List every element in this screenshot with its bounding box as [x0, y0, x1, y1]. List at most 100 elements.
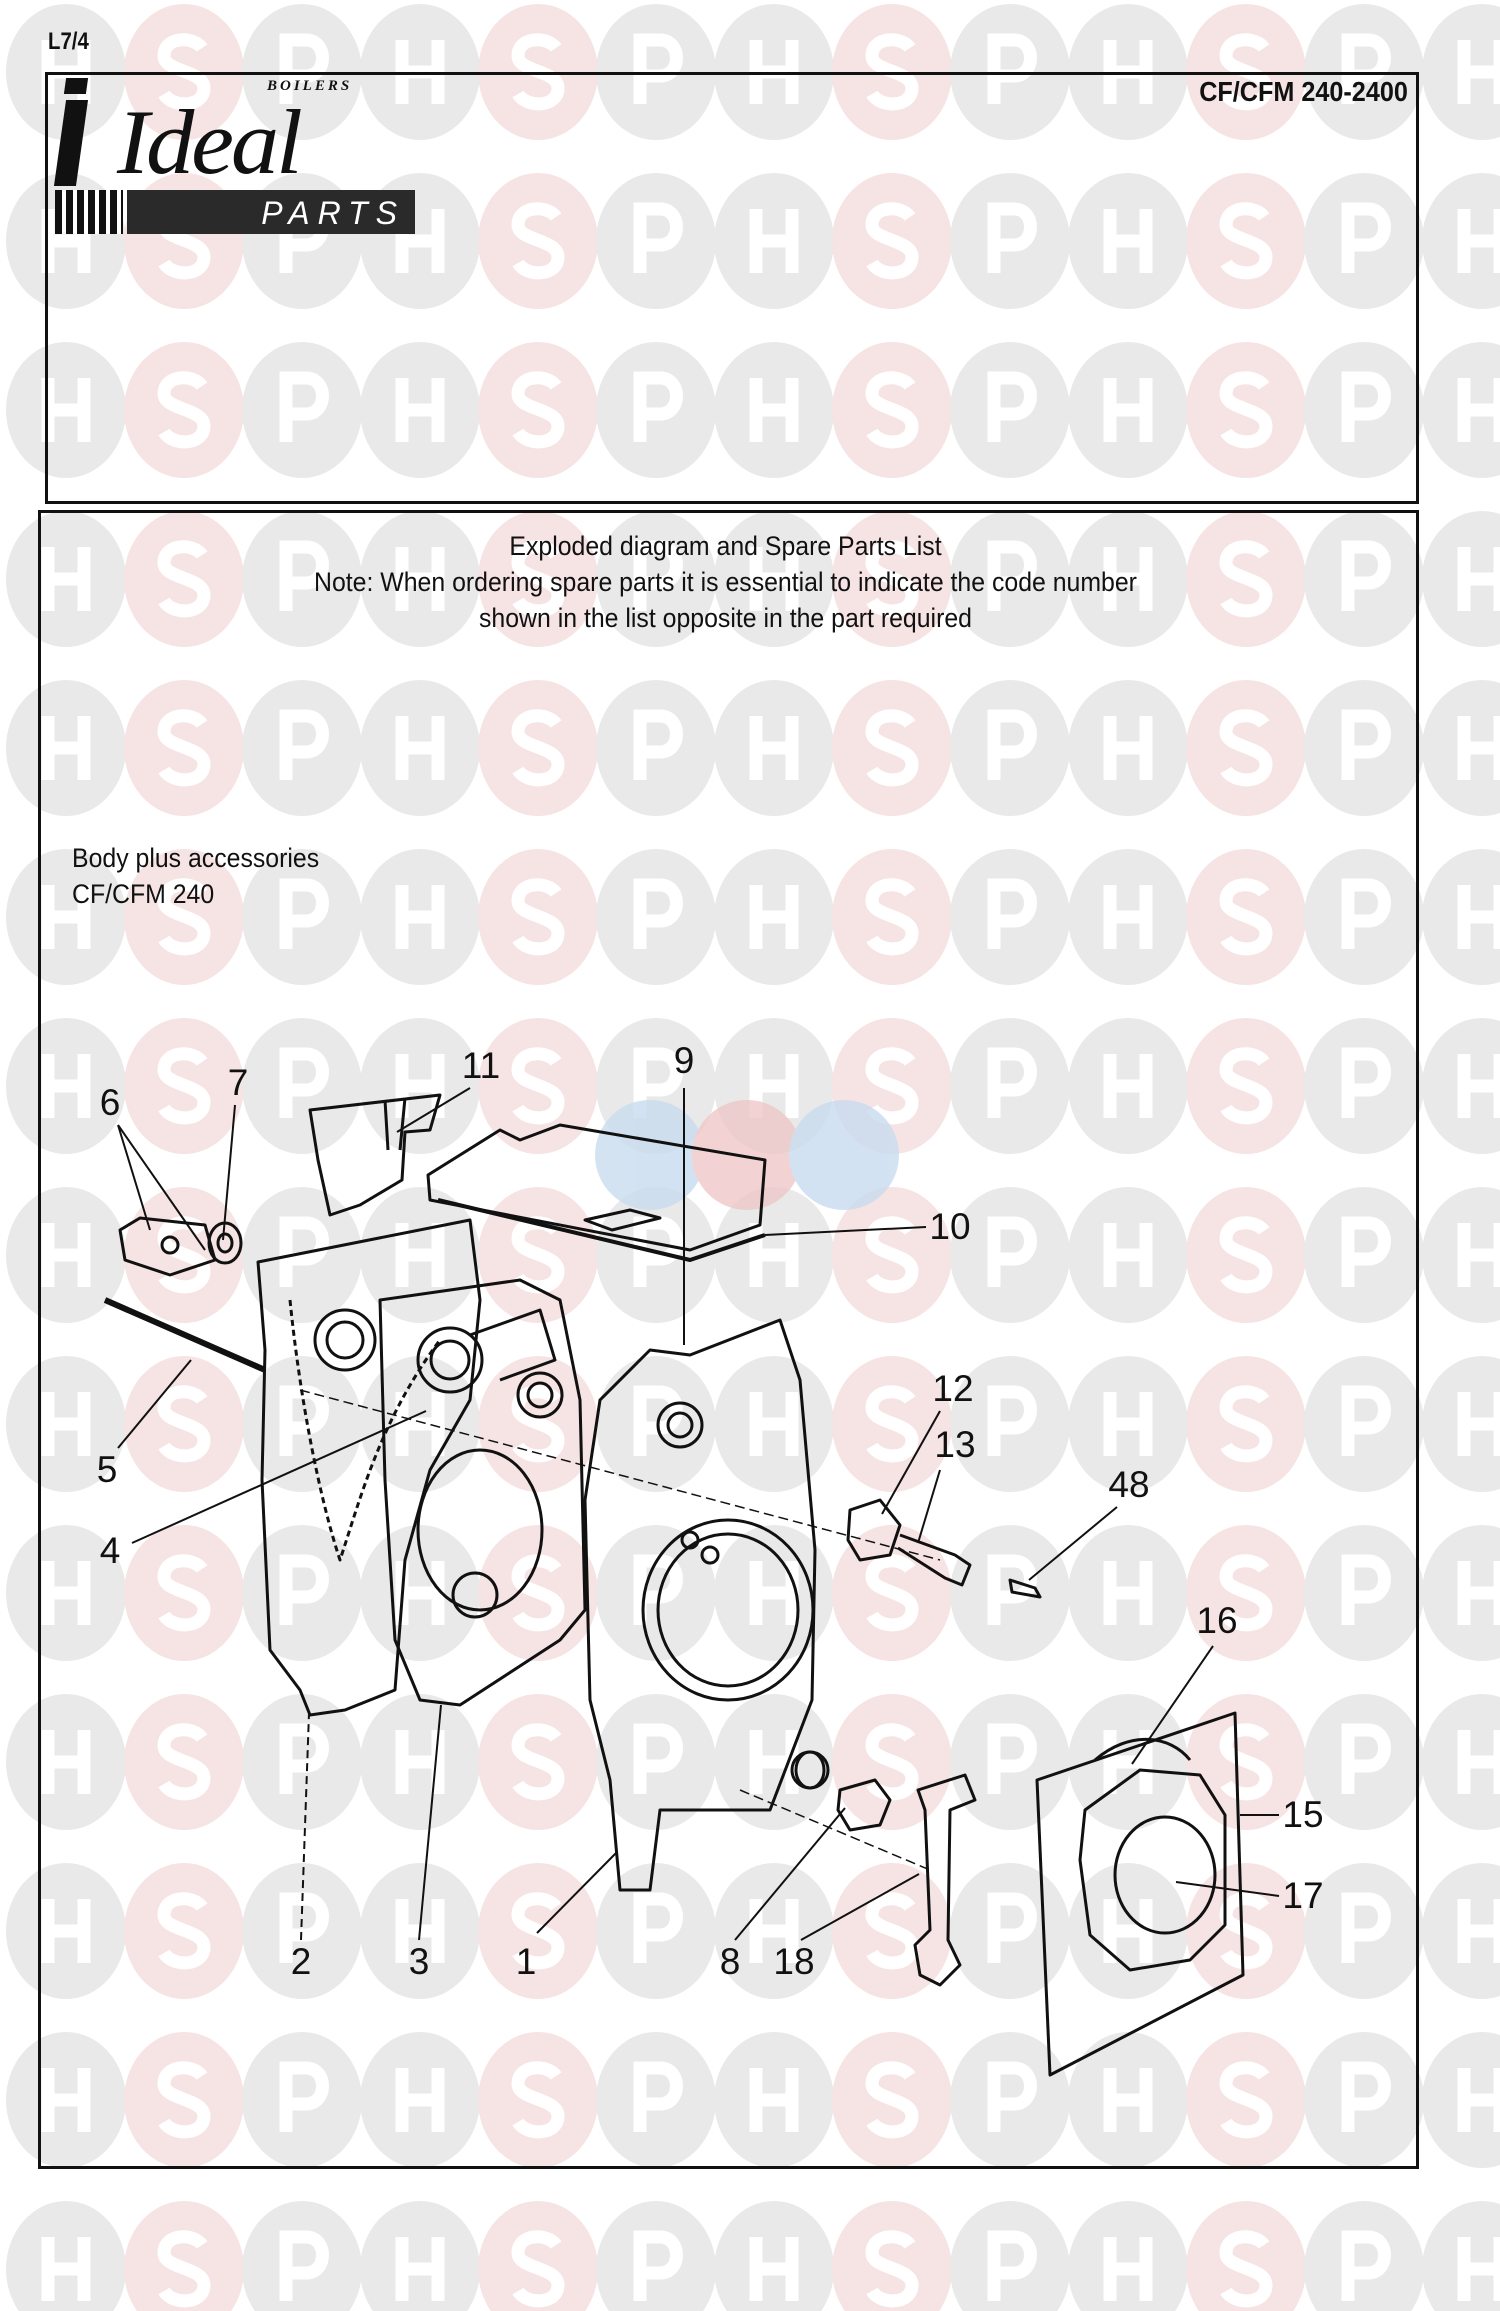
watermark-glyph-icon — [279, 1216, 329, 1287]
watermark-glyph-icon — [1103, 1392, 1153, 1456]
watermark-glyph-icon — [1341, 540, 1391, 611]
watermark-glyph-icon — [1103, 885, 1153, 949]
gasket-10 — [437, 1198, 766, 1262]
watermark-glyph-icon — [395, 2237, 445, 2301]
heading-title: Exploded diagram and Spare Parts List — [509, 531, 942, 561]
callout-12: 12 — [932, 1368, 974, 1409]
watermark-glyph-icon — [1341, 1723, 1391, 1794]
watermark-circle — [360, 2201, 480, 2311]
callout-9: 9 — [673, 1040, 695, 1081]
watermark-glyph-icon — [987, 371, 1037, 442]
watermark-circle — [1186, 2201, 1306, 2311]
watermark-glyph-icon — [749, 547, 799, 611]
watermark-glyph-icon — [1457, 716, 1500, 780]
callout-5: 5 — [96, 1449, 118, 1490]
watermark-glyph-icon — [1103, 1561, 1153, 1625]
watermark-glyph-icon — [1219, 878, 1273, 956]
watermark-glyph-icon — [749, 209, 799, 273]
watermark-glyph-icon — [395, 716, 445, 780]
watermark-glyph-icon — [1103, 209, 1153, 273]
section-model: CF/CFM 240 — [72, 879, 215, 909]
logo-boilers: BOILERS — [267, 78, 353, 94]
watermark-glyph-icon — [157, 2230, 211, 2308]
section-caption: Body plus accessories CF/CFM 240 — [72, 840, 319, 912]
header-box — [45, 72, 1419, 504]
watermark-glyph-icon — [1219, 1723, 1273, 1801]
watermark-glyph-icon — [1457, 2068, 1500, 2132]
watermark-circle — [242, 2201, 362, 2311]
watermark-glyph-icon — [157, 1723, 211, 1801]
callout-10: 10 — [929, 1206, 971, 1247]
watermark-glyph-icon — [987, 1385, 1037, 1456]
watermark-glyph-icon — [633, 2061, 683, 2132]
watermark-glyph-icon — [279, 1892, 329, 1963]
watermark-circle — [124, 2201, 244, 2311]
watermark-glyph-icon — [279, 1554, 329, 1625]
watermark-glyph-icon — [157, 878, 211, 956]
watermark-glyph-icon — [987, 33, 1037, 104]
callout-48: 48 — [1108, 1464, 1150, 1505]
watermark-glyph-icon — [1219, 1047, 1273, 1125]
watermark-glyph-icon — [41, 1561, 91, 1625]
watermark-glyph-icon — [511, 709, 565, 787]
watermark-glyph-icon — [1341, 1554, 1391, 1625]
logo-i-dot — [63, 78, 89, 94]
watermark-glyph-icon — [633, 1216, 683, 1287]
watermark-glyph-icon — [749, 378, 799, 442]
callout-3: 3 — [408, 1941, 430, 1982]
watermark-glyph-icon — [633, 878, 683, 949]
watermark-glyph-icon — [987, 878, 1037, 949]
watermark-glyph-icon — [1341, 202, 1391, 273]
watermark-glyph-icon — [1341, 878, 1391, 949]
watermark-glyph-icon — [1103, 2237, 1153, 2301]
watermark-glyph-icon — [749, 716, 799, 780]
watermark-glyph-icon — [1103, 1054, 1153, 1118]
watermark-glyph-icon — [865, 33, 919, 111]
watermark-glyph-icon — [1457, 40, 1500, 104]
watermark-glyph-icon — [41, 716, 91, 780]
section-title: Body plus accessories — [72, 843, 320, 873]
watermark-glyph-icon — [633, 202, 683, 273]
watermark-glyph-icon — [749, 1561, 799, 1625]
watermark-glyph-icon — [1341, 33, 1391, 104]
watermark-glyph-icon — [41, 1392, 91, 1456]
watermark-glyph-icon — [1457, 1054, 1500, 1118]
callout-6: 6 — [99, 1082, 121, 1123]
watermark-glyph-icon — [987, 540, 1037, 611]
logo-stripes — [55, 190, 123, 234]
burner-plate-15 — [1035, 1711, 1245, 2077]
watermark-glyph-icon — [157, 1892, 211, 1970]
watermark-glyph-icon — [511, 33, 565, 111]
heading-note: Note: When ordering spare parts it is es… — [314, 567, 1137, 597]
watermark-glyph-icon — [1341, 2230, 1391, 2301]
watermark-glyph-icon — [1457, 378, 1500, 442]
callout-8: 8 — [719, 1941, 741, 1982]
callout-11: 11 — [461, 1045, 501, 1086]
diagram-heading: Exploded diagram and Spare Parts List No… — [93, 528, 1358, 636]
watermark-circle — [1068, 2201, 1188, 2311]
rear-section-1 — [583, 1318, 817, 1892]
callout-2: 2 — [290, 1941, 312, 1982]
watermark-glyph-icon — [987, 709, 1037, 780]
watermark-glyph-icon — [157, 1047, 211, 1125]
watermark-glyph-icon — [395, 1392, 445, 1456]
watermark-glyph-icon — [1457, 1899, 1500, 1963]
watermark-glyph-icon — [41, 547, 91, 611]
gasket-11 — [308, 1093, 442, 1217]
watermark-glyph-icon — [1219, 1554, 1273, 1632]
watermark-glyph-icon — [1219, 1216, 1273, 1294]
watermark-glyph-icon — [511, 371, 565, 449]
watermark-glyph-icon — [1457, 1730, 1500, 1794]
watermark-glyph-icon — [865, 1554, 919, 1632]
watermark-glyph-icon — [633, 1892, 683, 1963]
watermark-glyph-icon — [41, 2068, 91, 2132]
watermark-glyph-icon — [865, 1385, 919, 1463]
logo-parts: PARTS — [261, 195, 405, 231]
callout-17: 17 — [1282, 1875, 1324, 1916]
watermark-glyph-icon — [1219, 202, 1273, 280]
watermark-glyph-icon — [1457, 547, 1500, 611]
model-range: CF/CFM 240-2400 — [1199, 76, 1408, 107]
watermark-glyph-icon — [1341, 2061, 1391, 2132]
watermark-glyph-icon — [279, 878, 329, 949]
